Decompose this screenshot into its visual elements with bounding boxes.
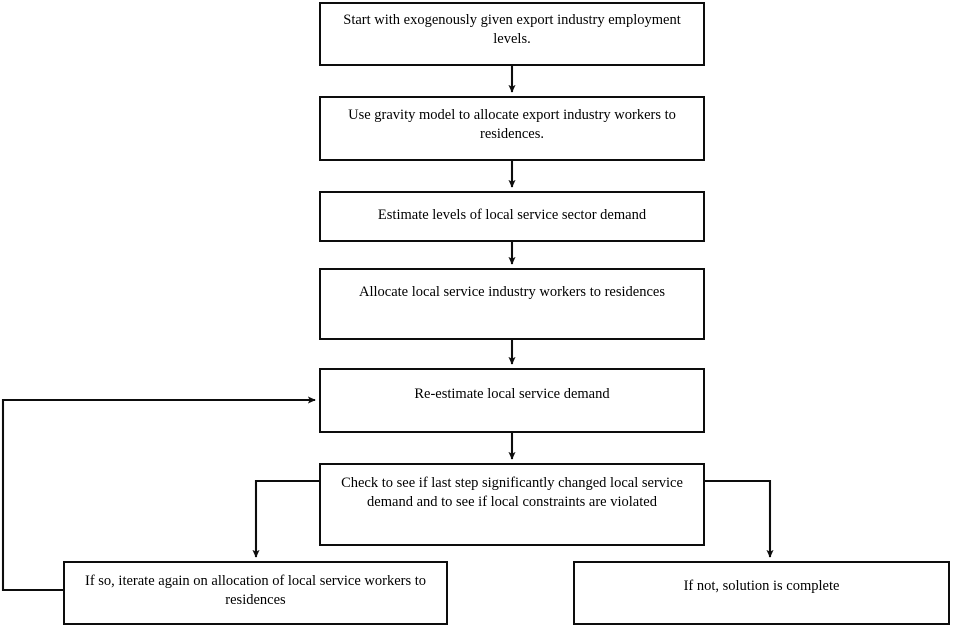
node-estimate-local-service-demand[interactable]: Estimate levels of local service sector … xyxy=(319,191,705,242)
edge-n6-to-n7 xyxy=(252,479,319,558)
node-iterate-again-branch[interactable]: If so, iterate again on allocation of lo… xyxy=(63,561,448,625)
node-label: Check to see if last step significantly … xyxy=(341,475,683,511)
node-label: If not, solution is complete xyxy=(683,578,840,594)
node-solution-complete-branch[interactable]: If not, solution is complete xyxy=(573,561,950,625)
edge-n6-to-n8 xyxy=(705,479,774,558)
node-label: If so, iterate again on allocation of lo… xyxy=(84,573,427,609)
node-re-estimate-local-service-demand[interactable]: Re-estimate local service demand xyxy=(319,368,705,433)
node-start-export-employment[interactable]: Start with exogenously given export indu… xyxy=(319,2,705,66)
node-check-convergence-and-constraints[interactable]: Check to see if last step significantly … xyxy=(319,463,705,546)
node-label: Allocate local service industry workers … xyxy=(358,284,665,300)
node-label: Start with exogenously given export indu… xyxy=(343,12,681,48)
edge-n7-to-n5-feedback xyxy=(1,396,316,592)
node-label: Estimate levels of local service sector … xyxy=(377,207,647,223)
node-label: Re-estimate local service demand xyxy=(414,386,610,402)
node-allocate-local-service-workers[interactable]: Allocate local service industry workers … xyxy=(319,268,705,340)
node-label: Use gravity model to allocate export ind… xyxy=(348,107,676,143)
node-gravity-model-allocate[interactable]: Use gravity model to allocate export ind… xyxy=(319,96,705,161)
